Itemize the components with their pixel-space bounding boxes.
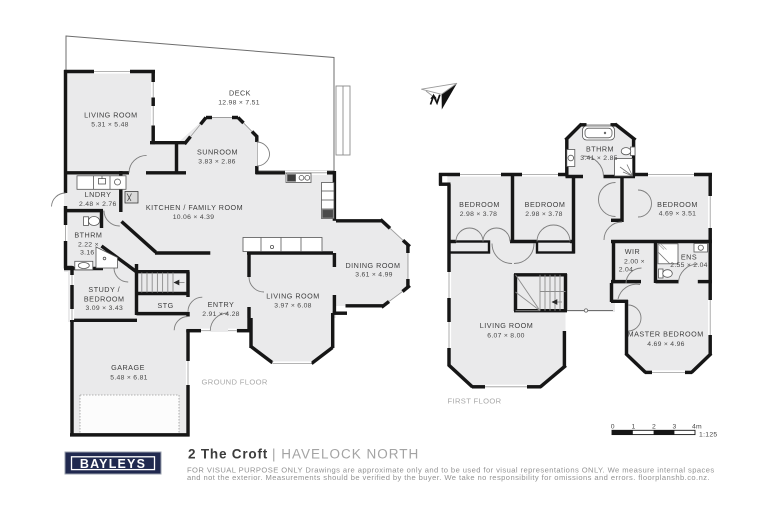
svg-text:LIVING ROOM: LIVING ROOM <box>480 321 533 330</box>
svg-text:LIVING ROOM: LIVING ROOM <box>84 111 137 120</box>
svg-text:GARAGE: GARAGE <box>111 363 145 372</box>
svg-text:BEDROOM: BEDROOM <box>525 200 566 209</box>
svg-text:6.07 × 8.00: 6.07 × 8.00 <box>487 333 525 340</box>
svg-text:| HAVELOCK NORTH: | HAVELOCK NORTH <box>272 447 419 462</box>
svg-text:STUDY /: STUDY / <box>88 285 120 294</box>
svg-text:and not the exterior. Measurem: and not the exterior. Measurements shoul… <box>187 473 710 482</box>
svg-text:3: 3 <box>672 424 676 431</box>
svg-text:3.41 × 2.85: 3.41 × 2.85 <box>580 155 618 162</box>
svg-text:LIVING ROOM: LIVING ROOM <box>266 292 319 301</box>
svg-text:3.97 × 6.08: 3.97 × 6.08 <box>274 303 312 310</box>
svg-text:ENTRY: ENTRY <box>208 300 235 309</box>
svg-text:2.00 ×: 2.00 × <box>624 259 645 266</box>
svg-text:LNDRY: LNDRY <box>85 190 112 199</box>
svg-text:3.83 × 2.86: 3.83 × 2.86 <box>198 159 236 166</box>
svg-text:2.91 × 4.28: 2.91 × 4.28 <box>202 311 240 318</box>
svg-text:5.31 × 5.48: 5.31 × 5.48 <box>91 122 129 129</box>
svg-text:BTHRM: BTHRM <box>586 145 614 154</box>
svg-text:2.04: 2.04 <box>619 267 633 274</box>
svg-text:0: 0 <box>611 424 615 431</box>
svg-text:1: 1 <box>631 424 635 431</box>
svg-text:DECK: DECK <box>229 89 251 98</box>
svg-text:BEDROOM: BEDROOM <box>84 295 125 304</box>
svg-text:2.98 × 3.78: 2.98 × 3.78 <box>460 211 498 218</box>
svg-text:4.69 × 3.51: 4.69 × 3.51 <box>659 211 697 218</box>
svg-text:BEDROOM: BEDROOM <box>657 200 698 209</box>
svg-text:BAYLEYS: BAYLEYS <box>80 457 146 471</box>
svg-text:2: 2 <box>652 424 656 431</box>
svg-text:2.98 × 3.78: 2.98 × 3.78 <box>525 211 563 218</box>
svg-text:FOR VISUAL PURPOSE ONLY Drawin: FOR VISUAL PURPOSE ONLY Drawings are app… <box>187 466 715 475</box>
svg-text:FIRST FLOOR: FIRST FLOOR <box>448 397 502 406</box>
svg-text:DINING ROOM: DINING ROOM <box>345 261 400 270</box>
svg-text:BTHRM: BTHRM <box>74 231 102 240</box>
svg-text:2.48 × 2.76: 2.48 × 2.76 <box>79 201 117 208</box>
svg-text:10.06 × 4.39: 10.06 × 4.39 <box>173 214 215 221</box>
svg-text:3.09 × 3.43: 3.09 × 3.43 <box>86 305 124 312</box>
svg-text:12.98 × 7.51: 12.98 × 7.51 <box>218 100 260 107</box>
svg-text:1:125: 1:125 <box>699 432 718 439</box>
svg-text:5.48 × 6.81: 5.48 × 6.81 <box>110 375 148 382</box>
svg-text:STG: STG <box>157 301 173 310</box>
svg-text:3.16: 3.16 <box>80 249 94 256</box>
svg-text:BEDROOM: BEDROOM <box>459 200 500 209</box>
svg-text:KITCHEN / FAMILY ROOM: KITCHEN / FAMILY ROOM <box>146 203 243 212</box>
svg-text:2 The Croft: 2 The Croft <box>188 447 268 462</box>
svg-text:2.55 × 2.04: 2.55 × 2.04 <box>670 262 708 269</box>
svg-text:GROUND FLOOR: GROUND FLOOR <box>202 378 268 387</box>
svg-text:4.69 × 4.96: 4.69 × 4.96 <box>647 341 685 348</box>
svg-text:WIR: WIR <box>625 247 640 256</box>
svg-text:3.61 × 4.99: 3.61 × 4.99 <box>355 272 393 279</box>
svg-text:2.22 ×: 2.22 × <box>78 241 99 248</box>
svg-text:4m: 4m <box>692 424 702 431</box>
svg-text:ENS: ENS <box>681 253 697 262</box>
svg-text:SUNROOM: SUNROOM <box>197 148 238 157</box>
svg-text:MASTER BEDROOM: MASTER BEDROOM <box>628 330 704 339</box>
